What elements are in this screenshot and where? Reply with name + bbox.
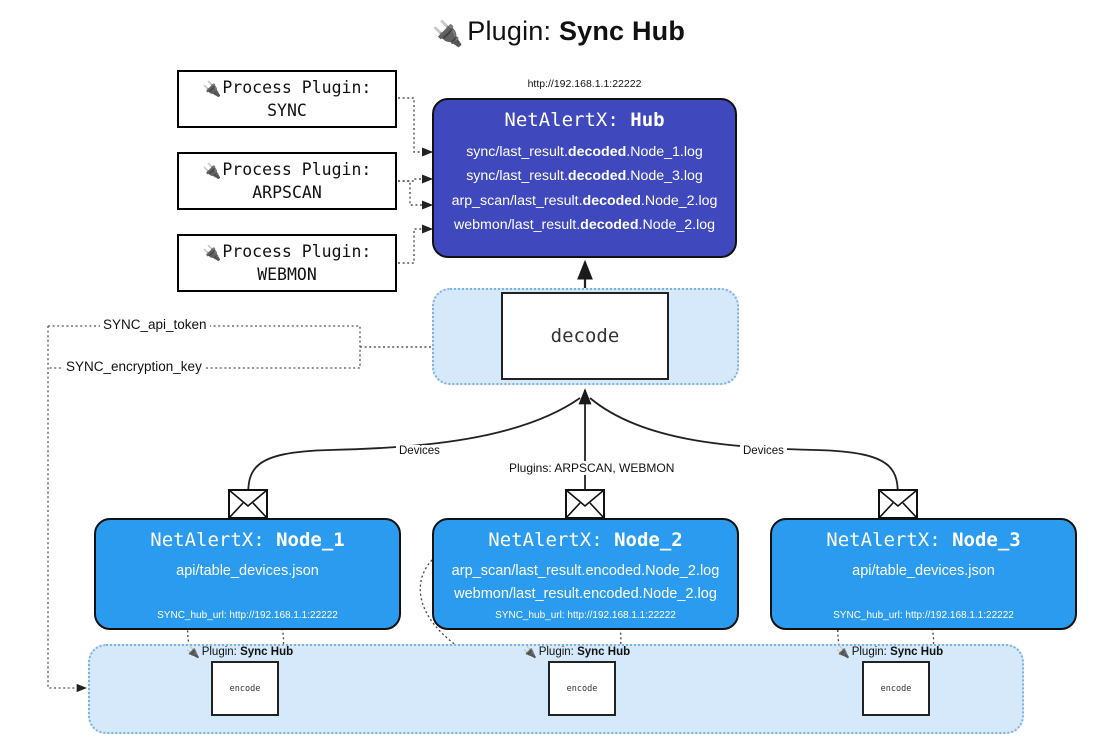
encode-box-node-3[interactable]: encode xyxy=(862,661,930,716)
hub-log-row: arp_scan/last_result.decoded.Node_2.log xyxy=(434,189,735,213)
hub-box[interactable]: NetAlertX: Hub sync/last_result.decoded.… xyxy=(432,98,737,258)
encode-box-node-2[interactable]: encode xyxy=(548,661,616,716)
node-app: NetAlertX: xyxy=(488,529,603,551)
encoder-caption-name: Sync Hub xyxy=(890,646,944,658)
hub-log-mid: decoded xyxy=(567,168,627,185)
process-plugin-label: Process Plugin: xyxy=(222,160,372,180)
encode-box-node-1[interactable]: encode xyxy=(211,661,279,716)
encoder-caption-node-1: 🔌Plugin: Sync Hub xyxy=(186,646,293,659)
node-app: NetAlertX: xyxy=(826,529,941,551)
decode-label: decode xyxy=(550,325,620,347)
node-box-node-3[interactable]: NetAlertX: Node_3 api/table_devices.json… xyxy=(770,518,1077,630)
encode-label: encode xyxy=(566,683,598,694)
encoder-caption-node-3: 🔌Plugin: Sync Hub xyxy=(836,646,943,659)
plug-icon: 🔌 xyxy=(836,647,850,659)
hub-log-post: .Node_2.log xyxy=(640,192,718,209)
node-hub-url: SYNC_hub_url: http://192.168.1.1:22222 xyxy=(833,610,1014,621)
hub-log-pre: sync/last_result. xyxy=(466,144,568,160)
edge-label-devices-right: Devices xyxy=(740,445,787,457)
hub-log-row: sync/last_result.decoded.Node_1.log xyxy=(434,140,735,164)
node-hub-url: SYNC_hub_url: http://192.168.1.1:22222 xyxy=(495,610,676,621)
hub-app: NetAlertX: xyxy=(504,109,619,131)
node-data-line: arp_scan/last_result.encoded.Node_2.log xyxy=(451,563,720,579)
process-plugin-name: ARPSCAN xyxy=(252,182,322,202)
plug-icon: 🔌 xyxy=(202,162,222,181)
hub-log-post: .Node_3.log xyxy=(626,168,703,185)
process-plugin-box-webmon[interactable]: 🔌Process Plugin: WEBMON xyxy=(177,234,397,292)
node-name: Node_3 xyxy=(952,529,1021,551)
process-plugin-box-sync[interactable]: 🔌Process Plugin: SYNC xyxy=(177,70,397,128)
encoder-caption-label: Plugin: xyxy=(201,646,237,658)
plug-icon: 🔌 xyxy=(202,80,222,99)
hub-log-pre: sync/last_result. xyxy=(466,168,568,185)
page-title: 🔌Plugin: Sync Hub xyxy=(0,16,1117,49)
edge-label-devices-left: Devices xyxy=(396,445,443,457)
node-data-line: api/table_devices.json xyxy=(852,563,995,579)
envelope-icon-node-3 xyxy=(878,489,918,524)
hub-name: Hub xyxy=(630,109,665,131)
hub-log-row: webmon/last_result.decoded.Node_2.log xyxy=(434,213,735,237)
node-data-line: api/table_devices.json xyxy=(176,563,319,579)
node-name: Node_2 xyxy=(614,529,683,551)
encoder-caption-name: Sync Hub xyxy=(577,646,631,658)
setting-encryption-key: SYNC_encryption_key xyxy=(63,359,205,374)
node-box-node-2[interactable]: NetAlertX: Node_2 arp_scan/last_result.e… xyxy=(432,518,739,630)
process-plugin-name: SYNC xyxy=(267,100,307,120)
encoder-caption-node-2: 🔌Plugin: Sync Hub xyxy=(523,646,630,659)
edge-label-plugins-mid: Plugins: ARPSCAN, WEBMON xyxy=(506,461,678,475)
plug-icon: 🔌 xyxy=(202,244,222,263)
plug-icon: 🔌 xyxy=(186,647,200,659)
plug-icon: 🔌 xyxy=(431,20,464,48)
node-hub-url: SYNC_hub_url: http://192.168.1.1:22222 xyxy=(157,610,338,621)
hub-log-row: sync/last_result.decoded.Node_3.log xyxy=(434,164,735,188)
process-plugin-box-arpscan[interactable]: 🔌Process Plugin: ARPSCAN xyxy=(177,152,397,210)
encode-label: encode xyxy=(229,683,261,694)
node-app: NetAlertX: xyxy=(150,529,265,551)
encoder-caption-label: Plugin: xyxy=(851,646,887,658)
hub-log-pre: webmon/last_result. xyxy=(453,217,581,234)
hub-address: http://192.168.1.1:22222 xyxy=(527,78,642,90)
decode-box[interactable]: decode xyxy=(501,292,669,380)
page-title-name: Sync Hub xyxy=(558,16,686,46)
hub-log-post: .Node_2.log xyxy=(638,217,716,234)
node-name: Node_1 xyxy=(276,529,345,551)
page-title-label: Plugin: xyxy=(467,16,552,46)
plug-icon: 🔌 xyxy=(523,647,537,659)
node-box-node-1[interactable]: NetAlertX: Node_1 api/table_devices.json… xyxy=(94,518,401,630)
hub-log-mid: decoded xyxy=(567,144,627,160)
node-data-line: webmon/last_result.encoded.Node_2.log xyxy=(454,586,717,603)
process-plugin-label: Process Plugin: xyxy=(222,242,372,262)
hub-log-post: .Node_1.log xyxy=(626,144,703,160)
process-plugin-name: WEBMON xyxy=(257,264,317,284)
hub-log-mid: decoded xyxy=(580,217,639,234)
encoder-caption-label: Plugin: xyxy=(538,646,574,658)
encoder-caption-name: Sync Hub xyxy=(240,646,294,658)
hub-log-pre: arp_scan/last_result. xyxy=(451,192,583,209)
encode-label: encode xyxy=(880,683,912,694)
setting-api-token: SYNC_api_token xyxy=(100,317,210,332)
hub-log-mid: decoded xyxy=(582,192,641,209)
process-plugin-label: Process Plugin: xyxy=(222,78,372,98)
